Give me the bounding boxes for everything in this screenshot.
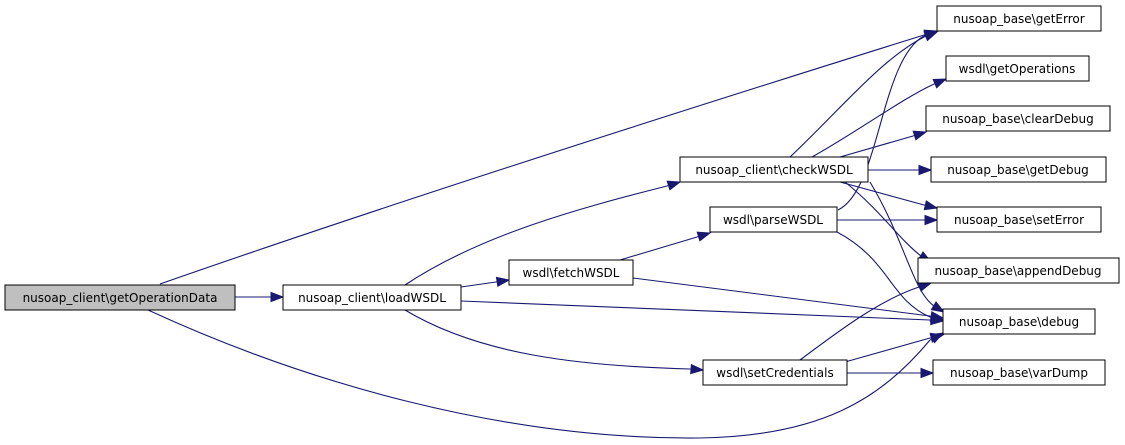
- node-set-error[interactable]: nusoap_base\setError: [936, 206, 1102, 233]
- node-set-credentials-label: wsdl\setCredentials: [716, 366, 833, 380]
- node-var-dump-label: nusoap_base\varDump: [950, 366, 1088, 380]
- node-set-credentials[interactable]: wsdl\setCredentials: [702, 359, 848, 386]
- edge-load-wsdl-to-fetch-wsdl: [460, 281, 497, 288]
- edge-parse-wsdl-to-debug: [836, 231, 931, 318]
- arrowhead-load-wsdl-to-check-wsdl: [666, 180, 682, 191]
- arrowhead-set-credentials-to-debug: [929, 332, 945, 343]
- node-parse-wsdl[interactable]: wsdl\parseWSDL: [709, 206, 838, 233]
- arrowhead-set-credentials-to-append-debug: [917, 281, 933, 292]
- node-parse-wsdl-label: wsdl\parseWSDL: [723, 213, 823, 227]
- node-root[interactable]: nusoap_client\getOperationData: [4, 284, 236, 311]
- node-check-wsdl-label: nusoap_client\checkWSDL: [695, 163, 853, 177]
- node-append-debug-label: nusoap_base\appendDebug: [934, 264, 1101, 278]
- node-check-wsdl[interactable]: nusoap_client\checkWSDL: [679, 156, 869, 183]
- node-root-label: nusoap_client\getOperationData: [23, 291, 218, 305]
- edges: [147, 29, 948, 439]
- arrowhead-fetch-wsdl-to-parse-wsdl: [696, 231, 712, 242]
- edge-check-wsdl-to-clear-debug: [839, 135, 914, 158]
- edge-check-wsdl-to-append-debug: [844, 181, 922, 257]
- edge-set-credentials-to-append-debug: [799, 286, 920, 361]
- node-get-debug[interactable]: nusoap_base\getDebug: [930, 156, 1107, 183]
- arrowhead-check-wsdl-to-set-error: [923, 200, 939, 211]
- arrowhead-parse-wsdl-to-get-error: [923, 30, 939, 41]
- nodes: nusoap_client\getOperationData nusoap_cl…: [4, 5, 1120, 386]
- arrowhead-check-wsdl-to-get-debug: [918, 164, 933, 176]
- node-load-wsdl-label: nusoap_client\loadWSDL: [298, 291, 446, 305]
- edge-root-to-debug: [147, 309, 931, 439]
- arrowhead-check-wsdl-to-get-operations: [932, 78, 948, 89]
- node-debug-label: nusoap_base\debug: [959, 315, 1079, 329]
- node-set-error-label: nusoap_base\setError: [954, 213, 1084, 227]
- node-clear-debug-label: nusoap_base\clearDebug: [942, 112, 1094, 126]
- edge-load-wsdl-to-set-credentials: [404, 309, 691, 370]
- edge-root-to-get-error: [159, 34, 925, 285]
- node-get-error-label: nusoap_base\getError: [953, 12, 1084, 26]
- edge-check-wsdl-to-get-operations: [811, 83, 935, 158]
- arrowhead-load-wsdl-to-fetch-wsdl: [495, 276, 511, 288]
- arrowhead-load-wsdl-to-set-credentials: [690, 363, 705, 375]
- edge-load-wsdl-to-debug: [460, 300, 931, 321]
- node-get-error[interactable]: nusoap_base\getError: [936, 5, 1102, 32]
- node-fetch-wsdl[interactable]: wsdl\fetchWSDL: [508, 259, 634, 286]
- edge-parse-wsdl-to-get-error: [837, 35, 925, 211]
- arrowhead-parse-wsdl-to-set-error: [924, 214, 939, 226]
- arrowhead-check-wsdl-to-clear-debug: [912, 130, 928, 141]
- node-append-debug[interactable]: nusoap_base\appendDebug: [917, 257, 1120, 284]
- node-debug[interactable]: nusoap_base\debug: [942, 308, 1096, 335]
- node-var-dump[interactable]: nusoap_base\varDump: [932, 359, 1106, 386]
- edge-fetch-wsdl-to-debug: [632, 277, 931, 317]
- arrowhead-parse-wsdl-to-debug: [929, 312, 945, 323]
- arrowhead-root-to-load-wsdl: [270, 291, 285, 303]
- arrowhead-set-credentials-to-var-dump: [920, 367, 935, 379]
- node-get-debug-label: nusoap_base\getDebug: [947, 163, 1089, 177]
- node-get-operations[interactable]: wsdl\getOperations: [945, 55, 1090, 82]
- edge-check-wsdl-to-debug: [869, 181, 935, 307]
- edge-check-wsdl-to-get-error: [789, 36, 925, 158]
- node-clear-debug[interactable]: nusoap_base\clearDebug: [925, 105, 1111, 132]
- node-fetch-wsdl-label: wsdl\fetchWSDL: [523, 266, 620, 280]
- edge-fetch-wsdl-to-parse-wsdl: [619, 236, 698, 261]
- edge-load-wsdl-to-check-wsdl: [404, 185, 668, 286]
- arrowhead-check-wsdl-to-debug: [930, 301, 946, 313]
- edge-check-wsdl-to-set-error: [839, 181, 925, 206]
- node-load-wsdl[interactable]: nusoap_client\loadWSDL: [282, 284, 462, 311]
- node-get-operations-label: wsdl\getOperations: [959, 62, 1076, 76]
- edge-set-credentials-to-debug: [844, 337, 931, 363]
